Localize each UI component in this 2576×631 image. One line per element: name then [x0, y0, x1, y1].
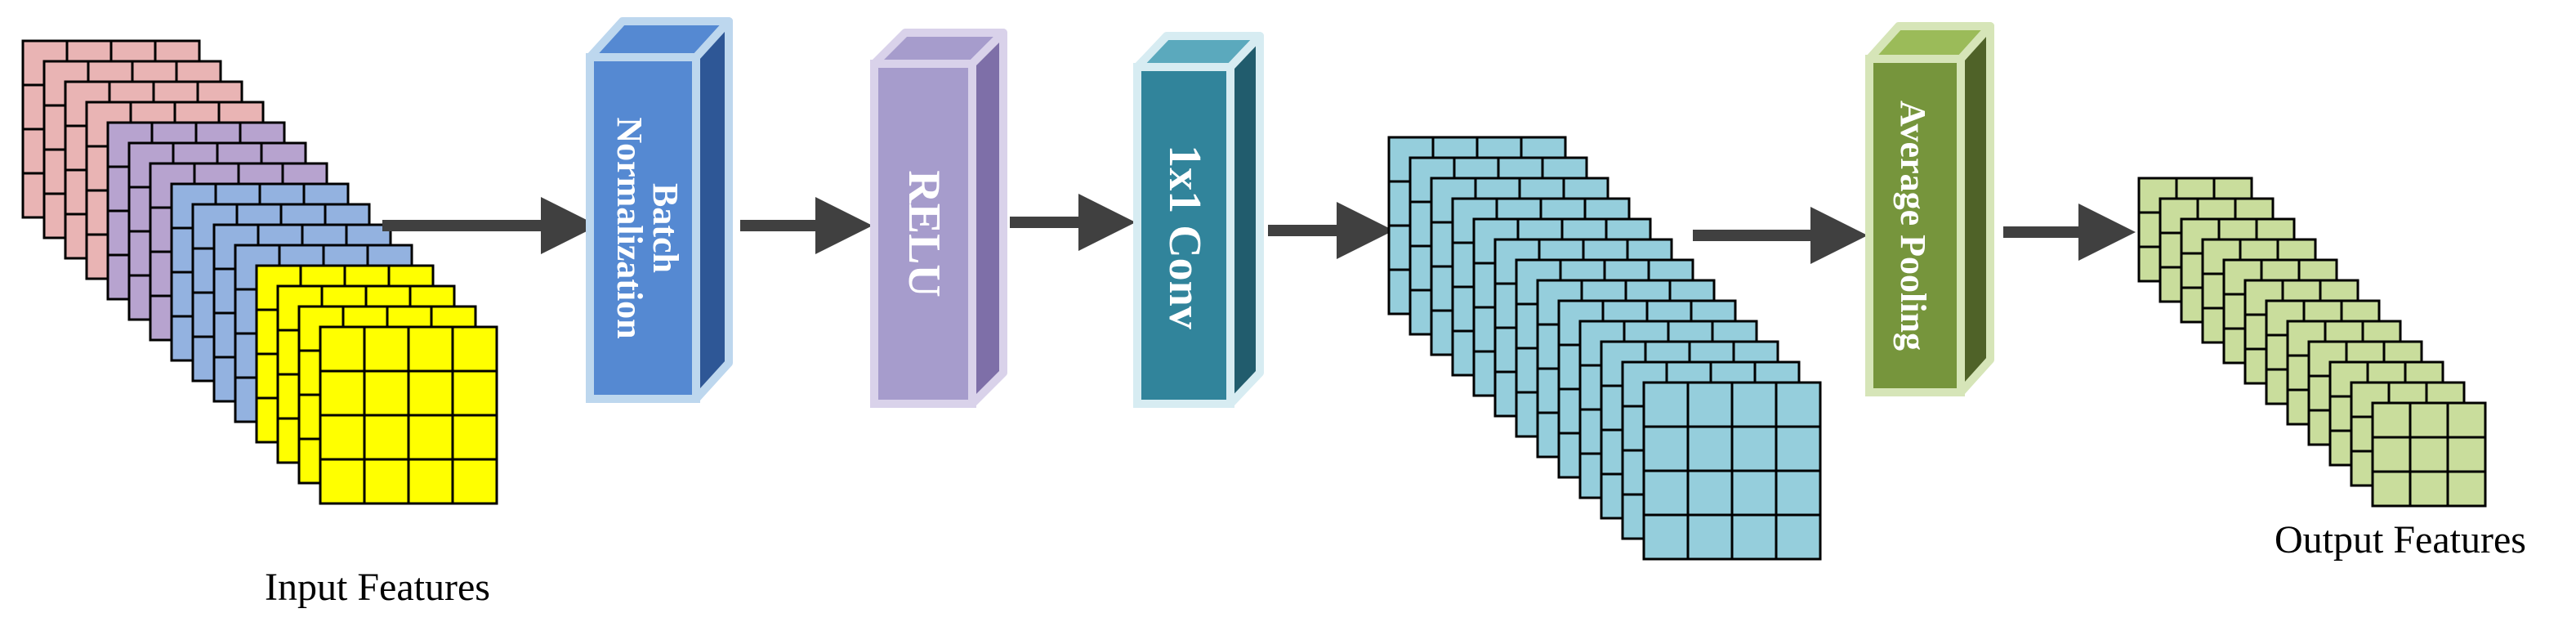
batch-normalization-label-line2: Normalization: [609, 117, 650, 338]
conv-output-feature-stack: [1387, 136, 1822, 561]
average-pooling-block: Average Pooling: [1865, 22, 1994, 396]
batch-normalization-block: Batch Normalization: [586, 17, 733, 403]
average-pooling-label: Average Pooling: [1893, 101, 1933, 351]
feature-map-layer: [1642, 381, 1822, 561]
output-features-label: Output Features: [2275, 518, 2526, 562]
input-features-label: Input Features: [265, 566, 490, 609]
relu-block: RELU: [870, 29, 1007, 408]
relu-label: RELU: [899, 170, 949, 298]
input-feature-stack: [21, 39, 498, 505]
output-feature-stack: [2137, 177, 2487, 508]
feature-map-layer: [319, 325, 498, 505]
batch-normalization-label-line1: Batch: [645, 183, 685, 273]
conv-label: 1x1 Conv: [1159, 145, 1210, 329]
conv-1x1-block: 1x1 Conv: [1133, 32, 1264, 408]
feature-map-layer: [2371, 401, 2487, 508]
